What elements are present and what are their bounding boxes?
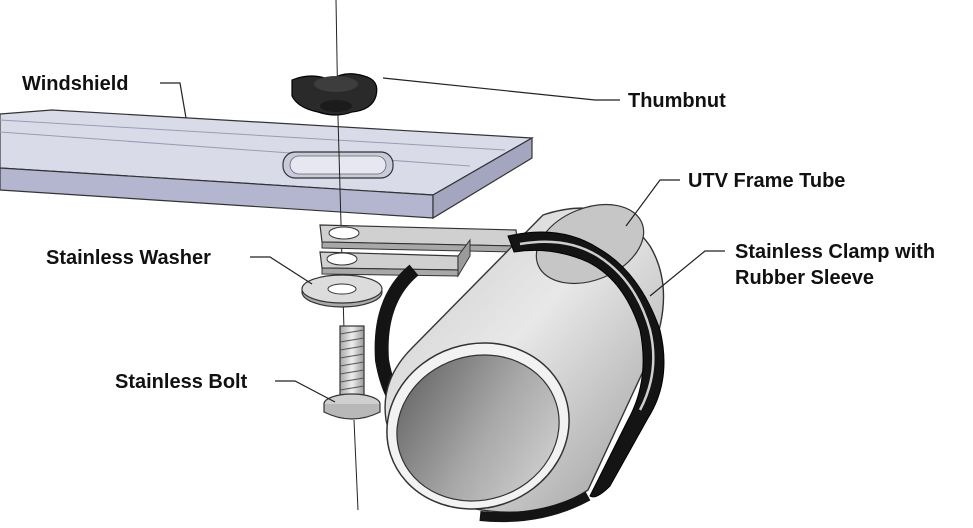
thumbnut-part	[291, 73, 378, 116]
stainless-washer-leader	[250, 256, 313, 285]
stainless-washer-part	[301, 274, 383, 308]
thumbnut-label: Thumbnut	[628, 90, 726, 112]
stainless-bolt-label: Stainless Bolt	[115, 371, 248, 393]
utv-frame-tube-part	[374, 203, 665, 523]
windshield-label: Windshield	[22, 73, 128, 95]
utv-frame-tube-label: UTV Frame Tube	[688, 170, 845, 192]
stainless-washer-label: Stainless Washer	[46, 247, 211, 269]
stainless-clamp-leader	[649, 250, 725, 297]
stainless-clamp-label-line2: Rubber Sleeve	[735, 267, 874, 289]
stainless-clamp-label-line1: Stainless Clamp with	[735, 241, 935, 263]
thumbnut-leader	[382, 77, 620, 101]
leader-lines	[160, 77, 725, 403]
utv-frame-tube-leader	[625, 179, 680, 227]
windshield-panel	[0, 109, 535, 220]
assembly-axis-bottom	[353, 419, 359, 511]
stainless-bolt-part	[323, 325, 381, 420]
mount-brackets	[319, 224, 519, 278]
stainless-bolt-leader	[275, 380, 336, 403]
windshield-leader	[160, 82, 187, 119]
